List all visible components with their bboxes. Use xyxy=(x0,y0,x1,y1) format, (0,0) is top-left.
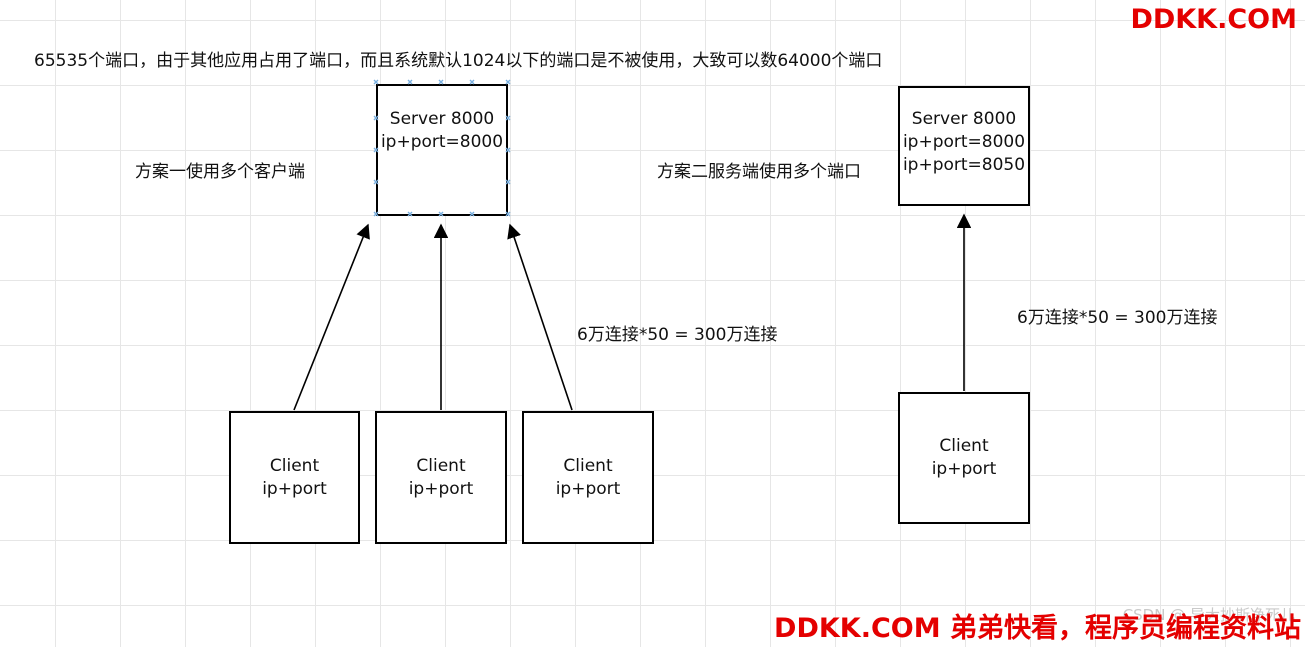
watermark-ghost: CSDN @ 导大抄斯净死儿 xyxy=(1122,606,1295,624)
scheme2-label: 方案二服务端使用多个端口 xyxy=(657,162,861,182)
server-name: Server 8000 xyxy=(911,109,1017,129)
server-address: ip+port=8000 xyxy=(380,132,504,152)
arrow-client1-to-server xyxy=(293,223,370,411)
server-address-2: ip+port=8050 xyxy=(902,155,1026,175)
client-address: ip+port xyxy=(931,459,997,479)
client-box-1[interactable]: Client ip+port xyxy=(229,411,360,544)
scheme2-connections: 6万连接*50 = 300万连接 xyxy=(1017,308,1218,328)
client-name: Client xyxy=(416,455,466,476)
client-box-3[interactable]: Client ip+port xyxy=(522,411,654,544)
arrow-client3-to-server xyxy=(507,223,573,411)
client-address: ip+port xyxy=(262,478,327,499)
client-box-2[interactable]: Client ip+port xyxy=(375,411,507,544)
watermark-top: DDKK.COM xyxy=(1130,4,1297,35)
server-name: Server 8000 xyxy=(389,109,495,129)
server-address-1: ip+port=8000 xyxy=(902,132,1026,152)
client-name: Client xyxy=(269,455,320,476)
client-name: Client xyxy=(939,436,989,456)
client-address: ip+port xyxy=(408,478,474,499)
selection-handles xyxy=(373,79,511,217)
header-note: 65535个端口，由于其他应用占用了端口，而且系统默认1024以下的端口是不被使… xyxy=(34,51,883,71)
scheme2-server-box[interactable]: Server 8000 ip+port=8000 ip+port=8050 xyxy=(898,86,1030,206)
scheme2-client-box[interactable]: Client ip+port xyxy=(898,392,1030,524)
watermark-bottom: DDKK.COM 弟弟快看，程序员编程资料站 xyxy=(774,613,1301,644)
scheme1-connections: 6万连接*50 = 300万连接 xyxy=(577,325,778,345)
client-address: ip+port xyxy=(555,478,621,499)
scheme1-label: 方案一使用多个客户端 xyxy=(135,162,305,182)
client-name: Client xyxy=(563,455,613,476)
